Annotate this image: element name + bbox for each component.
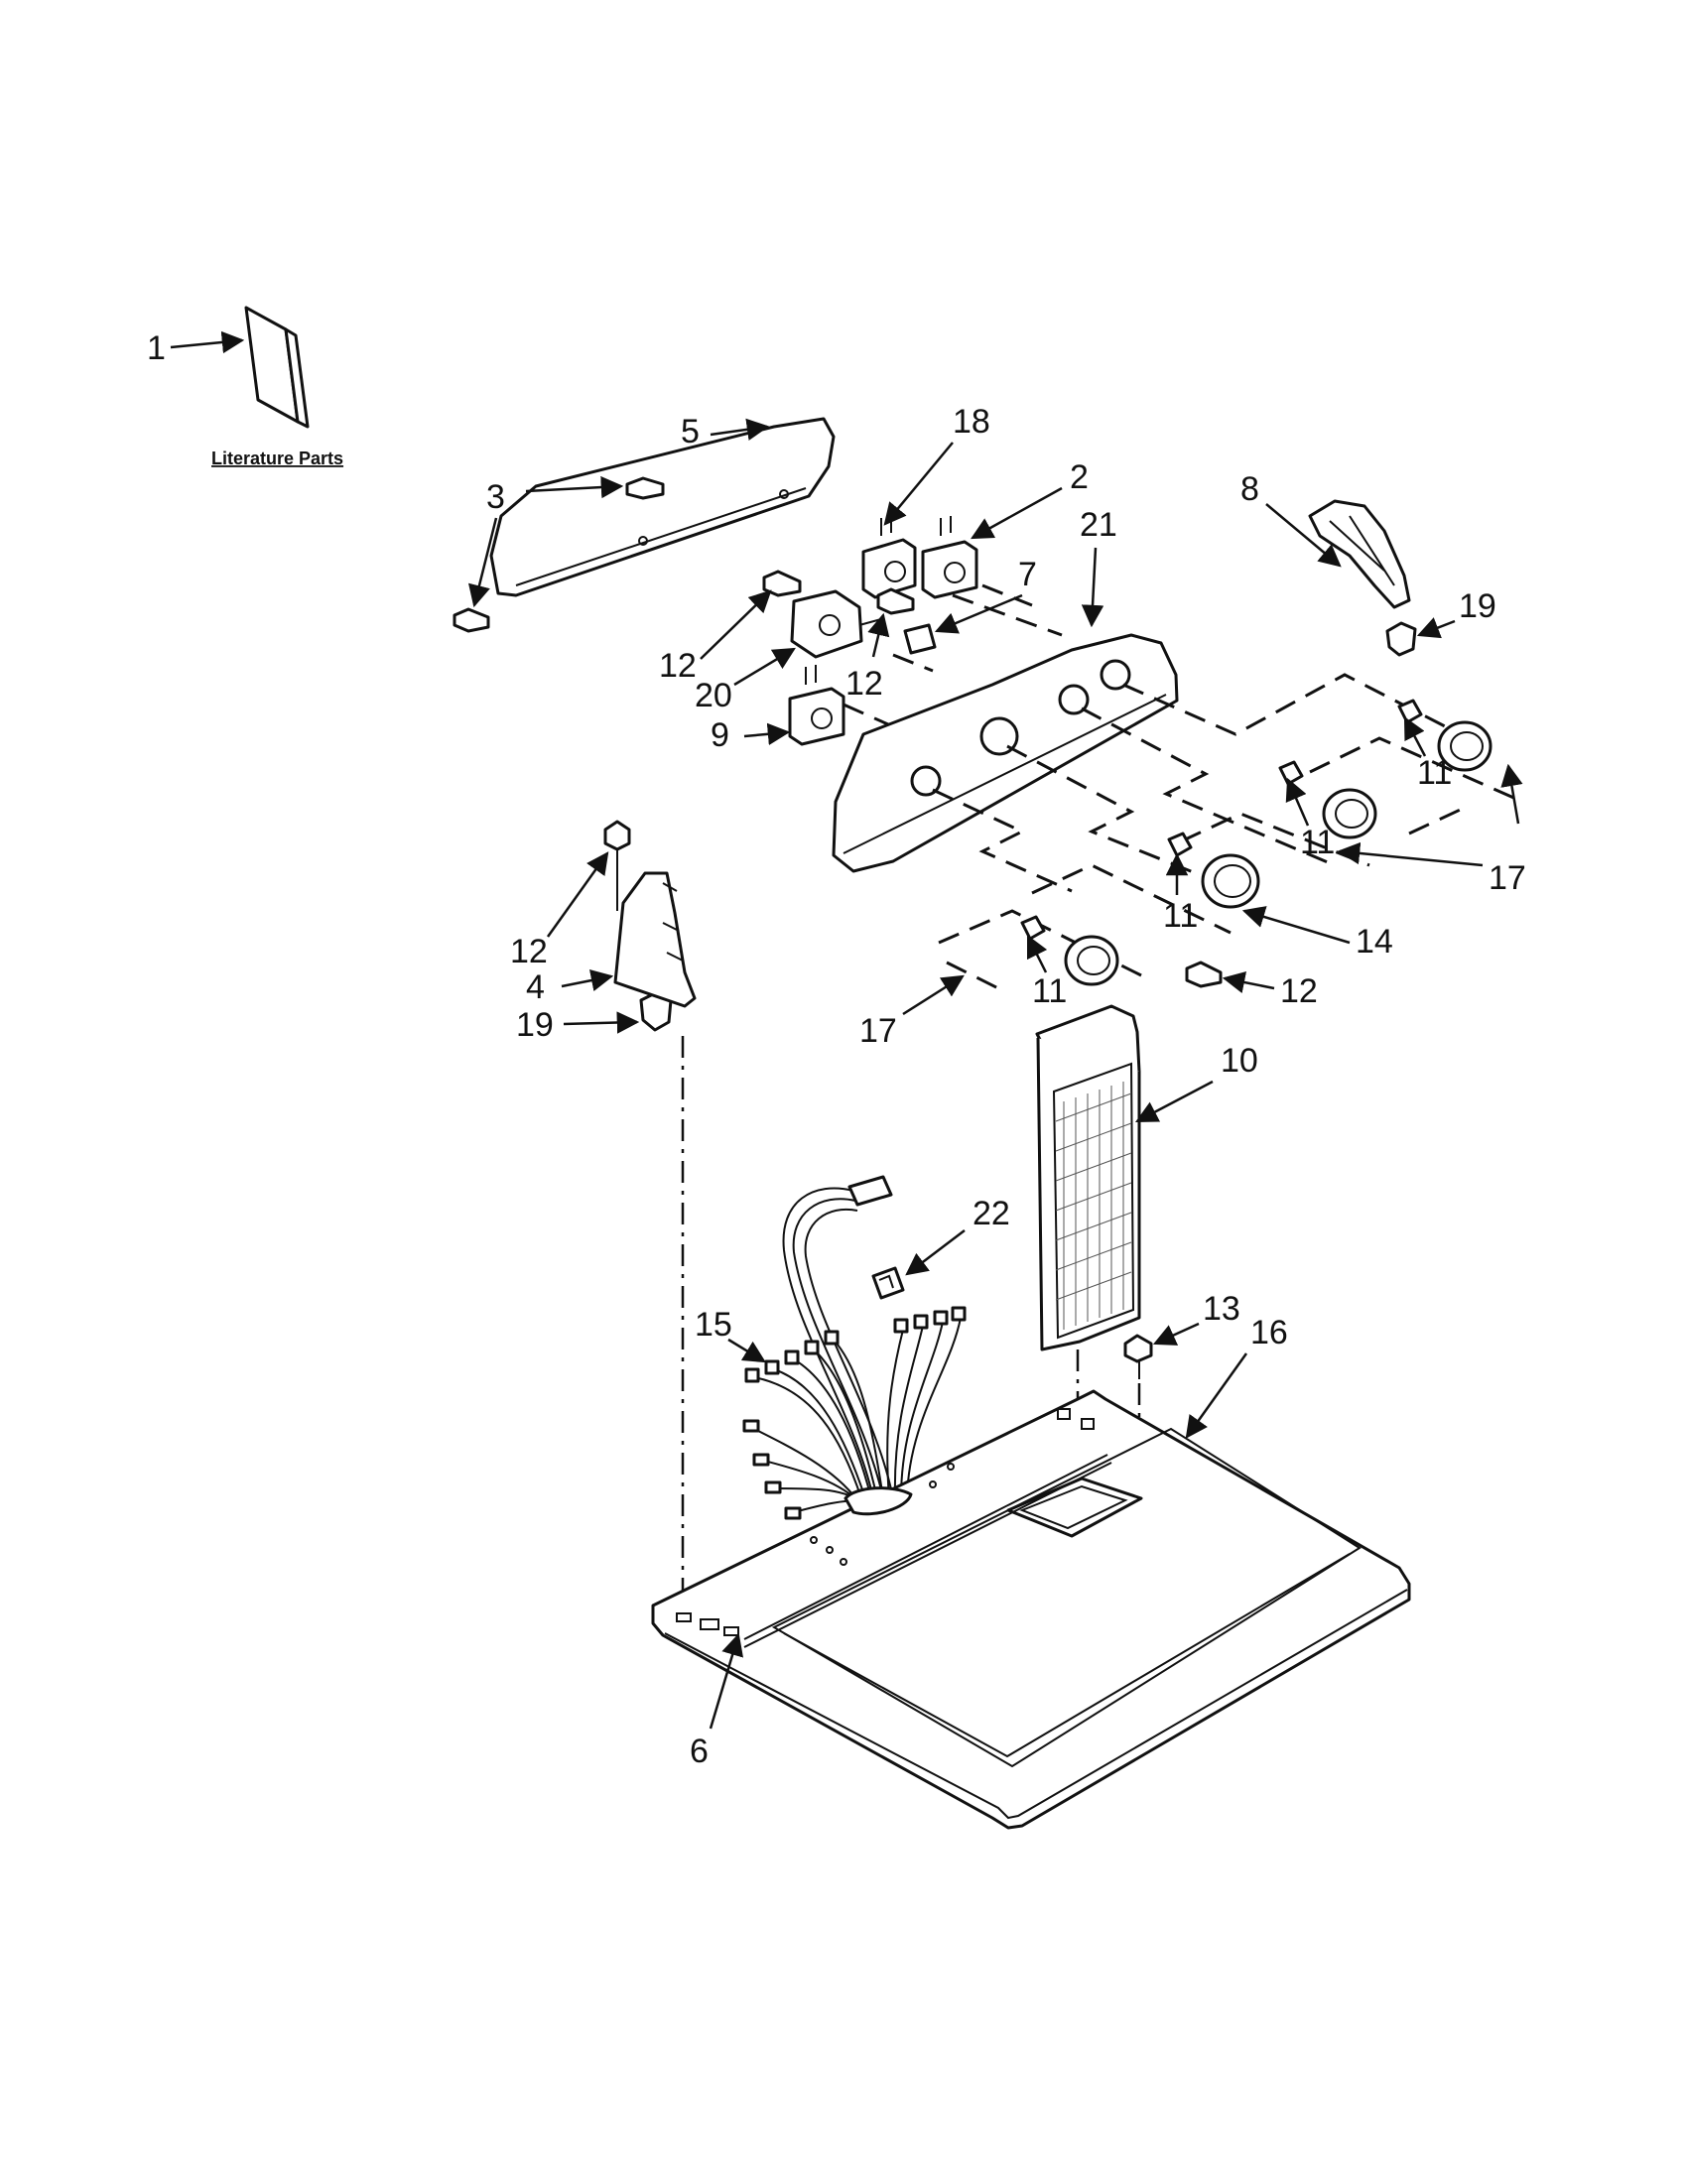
knob-center — [1167, 832, 1260, 909]
callout-5: 5 — [681, 413, 700, 450]
screw-12-c — [1185, 961, 1223, 988]
callout-12-a: 12 — [659, 647, 697, 685]
callout-19-a: 19 — [1459, 587, 1496, 625]
callout-19-b: 19 — [516, 1006, 554, 1044]
callout-17-b: 17 — [859, 1012, 897, 1050]
callout-20: 20 — [695, 677, 732, 714]
switch-9 — [788, 665, 845, 746]
connector-7 — [903, 623, 937, 655]
clip-19-upper — [1385, 621, 1417, 657]
screw-12-b — [876, 587, 915, 615]
switch-18 — [861, 516, 917, 599]
knob-mid-right — [1278, 760, 1377, 839]
screw-12-d — [603, 820, 631, 911]
callout-15: 15 — [695, 1306, 732, 1344]
callout-11-a: 11 — [1417, 754, 1452, 792]
literature-parts-caption: Literature Parts — [211, 449, 343, 468]
callout-17-a: 17 — [1489, 859, 1526, 897]
literature-booklet — [244, 306, 310, 429]
screw-3-upper — [625, 476, 665, 500]
callout-22: 22 — [973, 1195, 1010, 1232]
callout-13: 13 — [1203, 1290, 1240, 1328]
callout-11-d: 11 — [1032, 972, 1067, 1010]
callout-8: 8 — [1240, 470, 1259, 508]
callout-11-c: 11 — [1163, 897, 1198, 935]
callout-11-b: 11 — [1300, 824, 1335, 861]
callout-3: 3 — [486, 478, 505, 516]
console-rear-panel — [489, 417, 836, 597]
callout-6: 6 — [690, 1733, 709, 1770]
console-21 — [832, 633, 1179, 873]
timer-20 — [790, 589, 882, 659]
callout-7: 7 — [1018, 556, 1037, 593]
callout-2: 2 — [1070, 458, 1089, 496]
callout-10: 10 — [1221, 1042, 1258, 1080]
side-bracket-4 — [613, 871, 697, 1008]
callout-12-c: 12 — [1280, 972, 1318, 1010]
screw-12-a — [762, 570, 802, 597]
callout-9: 9 — [711, 716, 729, 754]
wire-harness-15 — [742, 1175, 967, 1520]
knob-right — [1397, 699, 1492, 772]
callout-12-d: 12 — [510, 933, 548, 970]
callout-14: 14 — [1356, 923, 1393, 961]
callout-18: 18 — [953, 403, 990, 441]
screw-13 — [1123, 1334, 1153, 1379]
callout-21: 21 — [1080, 506, 1117, 544]
harness-bracket-22 — [871, 1266, 905, 1300]
callout-16: 16 — [1250, 1314, 1288, 1351]
callout-12-b: 12 — [845, 665, 883, 703]
dryer-top-panel-16 — [651, 1389, 1411, 1830]
lint-filter-10 — [1035, 1004, 1141, 1351]
knob-left — [1020, 915, 1119, 986]
screw-3-lower — [453, 607, 490, 633]
callout-4: 4 — [526, 968, 545, 1006]
switch-2 — [921, 516, 978, 599]
callout-1: 1 — [147, 329, 166, 367]
